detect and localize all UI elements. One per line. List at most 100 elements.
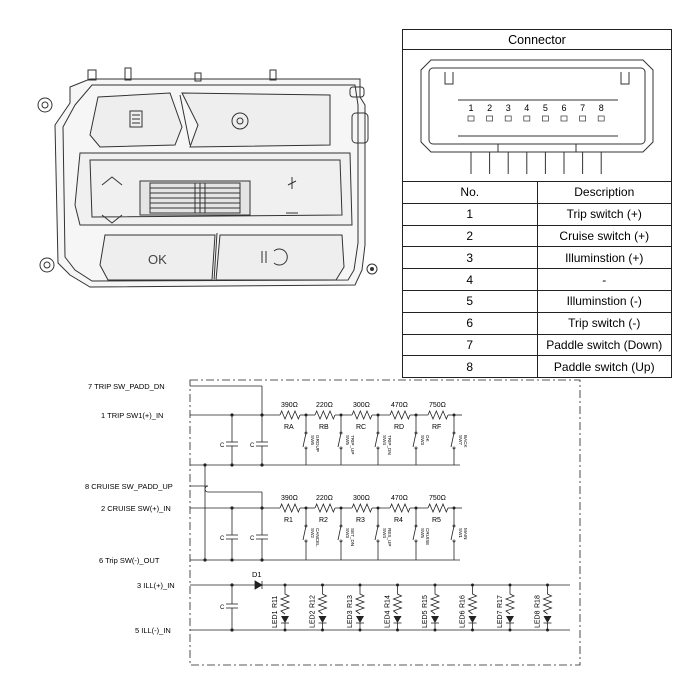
module-boundary (189, 379, 581, 666)
connector-pin-socket (579, 115, 586, 122)
pin-description: Illuminstion (-) (536, 289, 672, 313)
resistor (392, 585, 403, 615)
switch-label: CANCEL (315, 528, 320, 547)
connector-pin-number: 5 (543, 103, 548, 113)
tactile-switch (412, 432, 417, 448)
led-ref: LED1 (272, 610, 279, 628)
pin-number: 3 (402, 246, 538, 270)
resistor (467, 585, 478, 615)
pin-number: 4 (402, 268, 538, 291)
net-label-trip-padd-dn: 7 TRIP SW_PADD_DN (88, 382, 165, 391)
pin-number: 1 (402, 202, 538, 226)
resistor-ref: R4 (394, 517, 403, 524)
net-label-ill-out: 5 ILL(-)_IN (135, 626, 171, 635)
resistor-ref: RF (432, 424, 441, 431)
resistor-ref: RB (319, 424, 329, 431)
resistor (504, 585, 516, 615)
pin-description: Cruise switch (+) (536, 224, 672, 248)
pin-number: 5 (402, 289, 538, 313)
resistor-ref: R11 (272, 596, 279, 608)
tactile-switch (374, 432, 379, 448)
led-ref: LED5 (422, 610, 429, 628)
resistor-ref: R18 (535, 595, 542, 608)
resistor-ref: RC (356, 424, 366, 431)
resistor-value: 750Ω (429, 495, 446, 502)
tactile-switch (412, 525, 417, 541)
led-icon (543, 616, 552, 623)
resistor (542, 585, 553, 615)
net-label-cruise-in: 2 CRUISE SW(+)_IN (101, 504, 171, 513)
pin-number: 7 (402, 333, 538, 357)
resistor-value: 220Ω (316, 402, 333, 409)
column-header-no: No. (402, 181, 538, 204)
resistor (351, 409, 373, 421)
resistor (429, 585, 441, 615)
switch-label: SW5 (345, 435, 350, 445)
switch-label: SW5 (420, 528, 425, 538)
diode-label: D1 (252, 570, 262, 579)
resistor-value: 750Ω (429, 402, 446, 409)
switch-label: SW6 (310, 435, 315, 445)
connector-title: Connector (402, 29, 672, 50)
net-label-trip-out: 6 Trip SW(-)_OUT (99, 556, 160, 565)
resistor-ref: R5 (432, 517, 441, 524)
resistor-value: 300Ω (353, 495, 370, 502)
column-header-description: Description (536, 181, 672, 204)
led-ref: LED6 (460, 610, 467, 628)
pin-description: Paddle switch (Up) (536, 355, 672, 379)
resistor-value: 220Ω (316, 495, 333, 502)
led-illumination-chain: R11LED1R12LED2R13LED3R14LED4R15LED5R16LE… (272, 583, 553, 632)
resistor-ref: RA (284, 424, 294, 431)
resistor-ref: R16 (460, 595, 467, 608)
tactile-switch (337, 525, 342, 541)
switch-label: SW7 (458, 435, 463, 445)
resistor (317, 585, 328, 615)
switch-label: SW3 (420, 435, 425, 445)
led-ref: LED3 (347, 610, 354, 628)
resistor (279, 409, 301, 421)
tactile-switch (450, 525, 455, 541)
resistor-ref: R15 (422, 595, 429, 608)
resistor-ref: R17 (497, 595, 504, 608)
resistor (279, 585, 291, 615)
resistor-value: 390Ω (281, 402, 298, 409)
net-label-trip-in: 1 TRIP SW1(+)_IN (101, 411, 163, 420)
tactile-switch (374, 525, 379, 541)
led-icon (281, 616, 289, 623)
led-icon (431, 616, 439, 623)
resistor-ref: R14 (385, 595, 392, 608)
connector-pin-socket (542, 115, 549, 122)
net-label-cruise-padd-up: 8 CRUISE SW_PADD_UP (85, 482, 173, 491)
switch-label: SET_DN (350, 528, 355, 546)
led-icon (356, 616, 364, 623)
resistor (389, 409, 411, 421)
resistor (351, 502, 373, 514)
connector-pin-socket (523, 115, 531, 122)
led-ref: LED8 (535, 610, 542, 628)
resistor-ref: R12 (310, 595, 317, 608)
switch-label: OK (425, 435, 430, 443)
resistor-ref: RD (394, 424, 404, 431)
led-icon (506, 616, 514, 623)
resistor (314, 409, 336, 421)
connector-pin-socket (486, 115, 493, 122)
pin-description: Trip switch (-) (536, 311, 672, 335)
connector-pin-number: 4 (524, 103, 529, 113)
resistor-value: 300Ω (353, 402, 370, 409)
connector-pin-socket (560, 115, 568, 122)
switch-label: GROUP (315, 435, 320, 452)
capacitor-label: C (220, 605, 225, 611)
connector-pin-number: 8 (599, 103, 604, 113)
resistor (427, 409, 449, 421)
pin-description: - (536, 268, 672, 291)
connector-pin-number: 1 (468, 103, 473, 113)
connector-pin-number: 7 (580, 103, 585, 113)
